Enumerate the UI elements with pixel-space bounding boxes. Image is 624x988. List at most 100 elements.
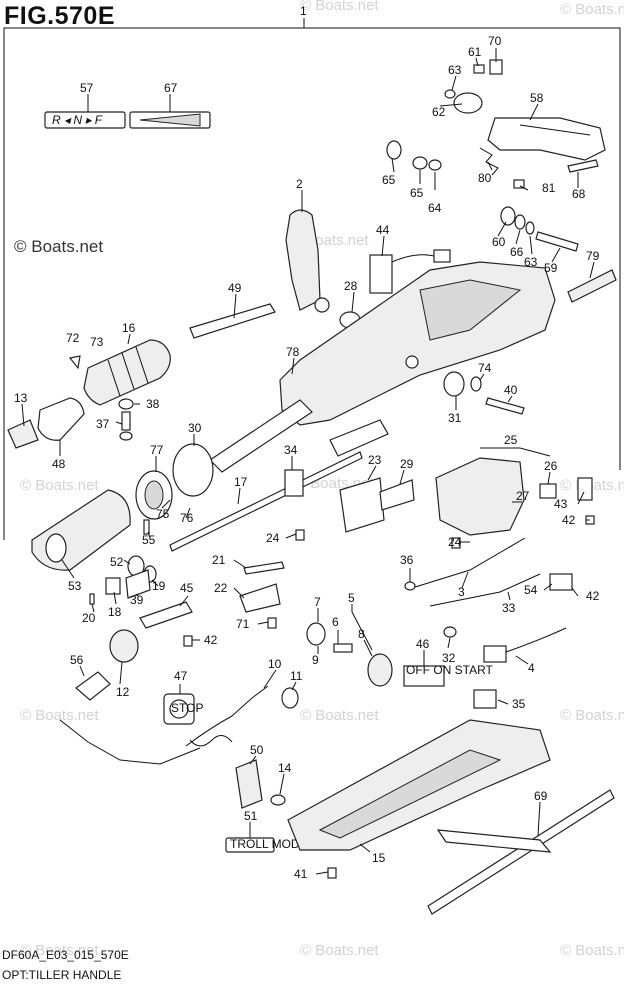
part-25-housing	[435, 457, 525, 536]
figure-title: FIG.570E	[4, 2, 115, 30]
part-4-harness-plug	[483, 645, 507, 663]
callout-65-b: 65	[410, 186, 424, 200]
drawing-code: DF60A_E03_015_570E	[2, 948, 129, 962]
callout-81: 81	[542, 181, 556, 195]
part-68-bolt	[567, 159, 599, 173]
callout-75: 75	[156, 507, 170, 521]
callout-51: 51	[244, 809, 258, 823]
part-60-bush	[500, 206, 516, 226]
part-71-bolt	[267, 617, 277, 629]
watermark-main: © Boats.net	[14, 237, 103, 256]
watermark-4: © Boats.net	[20, 477, 99, 494]
plate-51-text: TROLL MODE	[230, 837, 308, 851]
callout-55: 55	[142, 533, 156, 547]
callout-63-b: 63	[524, 255, 538, 269]
callout-52: 52	[110, 555, 124, 569]
part-32-grommet	[443, 626, 457, 638]
part-33-cable	[429, 573, 541, 607]
callout-labels: 1 70 61 63 62 58 57 67 65 65 64 80 81 68…	[14, 4, 600, 881]
callout-54: 54	[524, 583, 538, 597]
callout-64: 64	[428, 201, 442, 215]
callout-31: 31	[448, 411, 462, 425]
part-63-washer-b	[525, 221, 535, 235]
callout-66: 66	[510, 245, 524, 259]
callout-65-a: 65	[382, 173, 396, 187]
callout-16: 16	[122, 321, 136, 335]
callout-2: 2	[296, 177, 303, 191]
part-66-washer	[514, 214, 526, 230]
callout-22: 22	[214, 581, 228, 595]
callout-36: 36	[400, 553, 414, 567]
part-2-shift-lever	[285, 209, 321, 311]
part-39-shaft	[125, 569, 151, 599]
callout-77: 77	[150, 443, 164, 457]
callout-70: 70	[488, 34, 502, 48]
callout-44: 44	[376, 223, 390, 237]
part-42-bolt-b	[183, 635, 193, 647]
callout-20: 20	[82, 611, 96, 625]
callout-53: 53	[68, 579, 82, 593]
part-16-throttle-grip	[83, 339, 171, 406]
part-11-clip	[281, 687, 299, 709]
callout-27: 27	[516, 489, 530, 503]
part-78-tiller-handle	[279, 261, 556, 426]
leader-lines	[21, 48, 595, 875]
part-6-key	[333, 643, 353, 653]
callout-34: 34	[284, 443, 298, 457]
callout-28: 28	[344, 279, 358, 293]
callout-6: 6	[332, 615, 339, 629]
part-79-grip	[567, 269, 617, 303]
part-46-plate: OFF ON START	[403, 663, 494, 687]
part-65-spacer-b	[412, 156, 428, 170]
part-13-knob	[7, 419, 39, 449]
plate-57-text: R ◂ N ▸ F	[52, 113, 103, 127]
part-81-bolt	[513, 179, 525, 189]
watermark-9: © Boats.net	[560, 707, 624, 724]
callout-25: 25	[504, 433, 518, 447]
callout-57: 57	[80, 81, 94, 95]
part-44-switch	[369, 254, 393, 294]
part-41-bolt	[327, 867, 337, 879]
callout-13: 13	[14, 391, 28, 405]
callout-1: 1	[300, 4, 307, 18]
callout-72: 72	[66, 331, 80, 345]
part-74-washer	[470, 376, 482, 392]
part-29-plate	[379, 479, 415, 511]
part-3-cable	[411, 537, 526, 589]
part-31-grommet	[443, 371, 465, 397]
callout-41: 41	[294, 867, 308, 881]
part-20-pin	[89, 593, 95, 605]
callout-9: 9	[312, 653, 319, 667]
callout-76: 76	[180, 511, 194, 525]
callout-68: 68	[572, 187, 586, 201]
part-7-cap	[306, 622, 326, 646]
callout-26: 26	[544, 459, 558, 473]
watermark-12: © Boats.net	[560, 942, 624, 959]
callout-21: 21	[212, 553, 226, 567]
part-61-screw	[473, 64, 485, 74]
part-67-plate	[129, 111, 211, 129]
callout-42-a: 42	[562, 513, 576, 527]
part-12-switch	[109, 629, 139, 663]
callout-29: 29	[400, 457, 414, 471]
part-36-clip	[404, 581, 416, 591]
callout-60: 60	[492, 235, 506, 249]
watermark-2: © Boats.net	[560, 1, 624, 18]
part-48-throttle-shaft	[37, 397, 85, 441]
callout-33: 33	[502, 601, 516, 615]
callout-79: 79	[586, 249, 600, 263]
drawing-subtitle: OPT:TILLER HANDLE	[2, 968, 122, 982]
part-35-plate	[473, 689, 497, 709]
callout-10: 10	[268, 657, 282, 671]
callout-15: 15	[372, 851, 386, 865]
part-37-collar	[119, 431, 133, 441]
part-62-collar	[453, 92, 483, 114]
callout-45: 45	[180, 581, 194, 595]
callout-80: 80	[478, 171, 492, 185]
part-34-stay	[284, 469, 304, 497]
part-49-stay	[189, 303, 276, 339]
part-54-bracket	[549, 573, 573, 591]
callout-61: 61	[468, 45, 482, 59]
watermark-1: © Boats.net	[300, 0, 379, 14]
